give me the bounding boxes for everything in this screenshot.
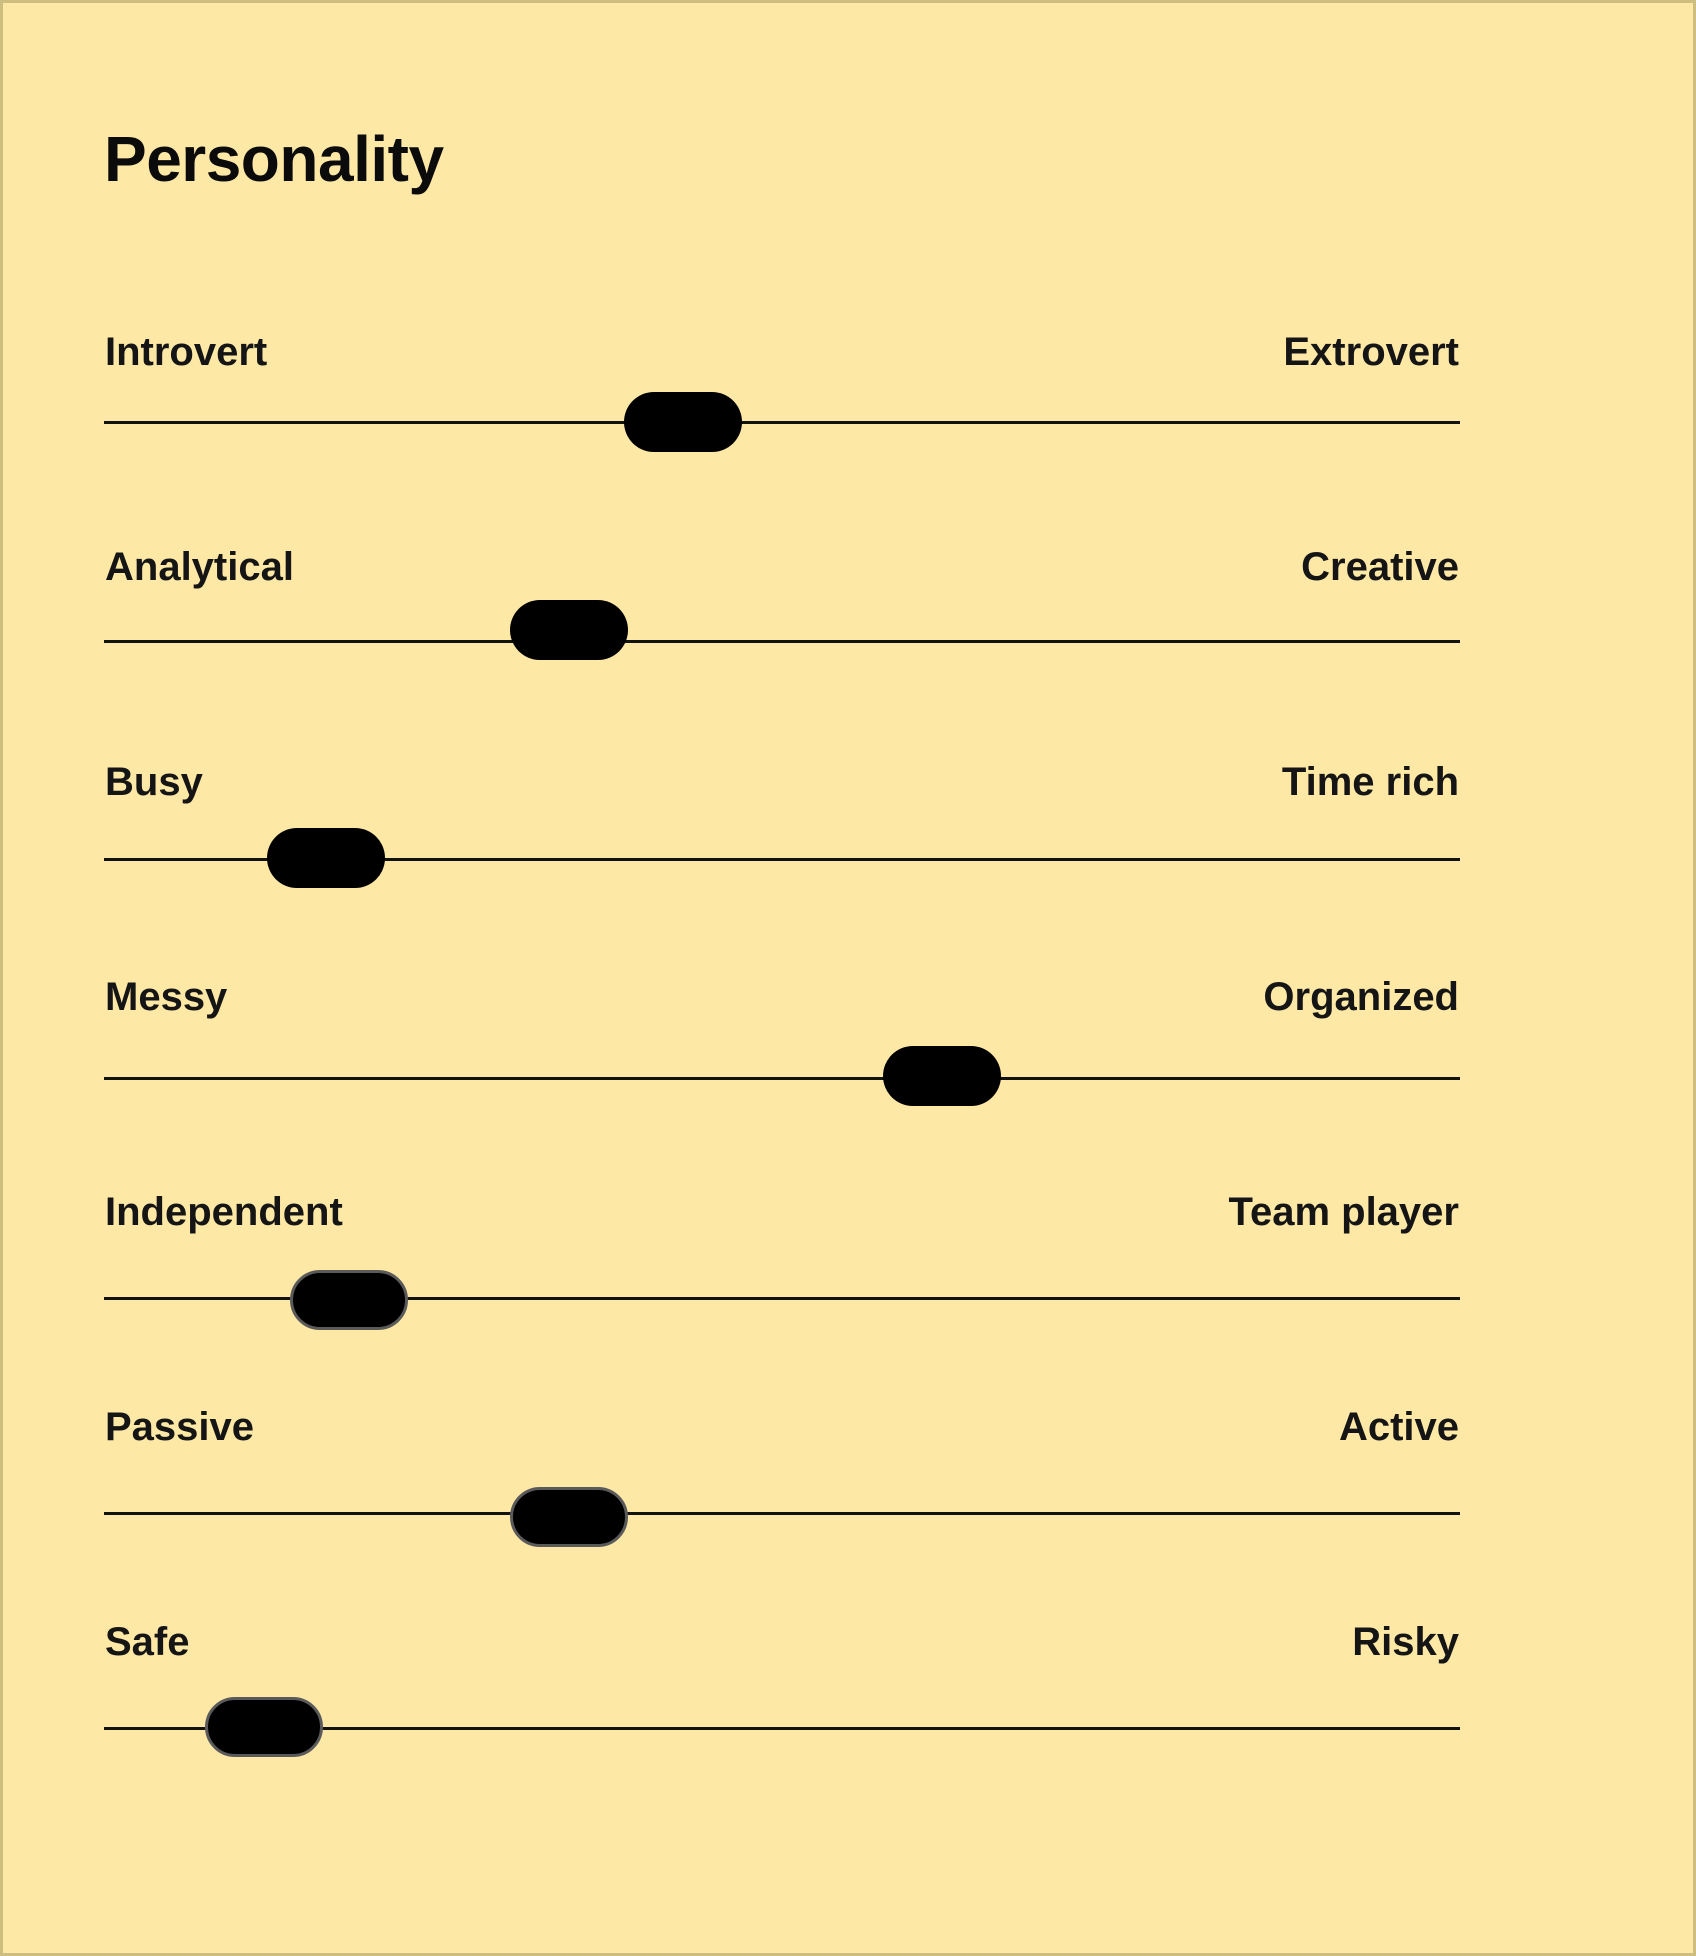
slider-thumb[interactable] [510,1487,628,1547]
slider-independent-teamplayer: Independent Team player [104,1189,1460,1339]
slider-right-label: Creative [1301,545,1459,589]
slider-left-label: Passive [105,1405,255,1449]
slider-right-label: Time rich [1281,760,1459,804]
slider-right-label: Active [1338,1405,1459,1449]
page-title: Personality [104,123,444,195]
slider-analytical-creative: Analytical Creative [104,544,1460,694]
slider-track[interactable] [104,1077,1460,1080]
slider-right-label: Organized [1263,975,1459,1019]
slider-track[interactable] [104,421,1460,424]
slider-busy-timerich: Busy Time rich [104,759,1460,909]
slider-thumb[interactable] [883,1046,1001,1106]
slider-track[interactable] [104,640,1460,643]
slider-left-label: Analytical [105,545,294,589]
slider-left-label: Busy [105,760,203,804]
slider-right-label: Risky [1352,1620,1459,1664]
slider-left-label: Independent [105,1190,343,1234]
slider-thumb[interactable] [510,600,628,660]
slider-messy-organized: Messy Organized [104,974,1460,1124]
slider-thumb[interactable] [624,392,742,452]
slider-left-label: Messy [105,975,228,1019]
slider-thumb[interactable] [290,1270,408,1330]
slider-track[interactable] [104,1297,1460,1300]
slider-introvert-extrovert: Introvert Extrovert [104,329,1460,479]
slider-left-label: Introvert [105,330,268,374]
slider-thumb[interactable] [205,1697,323,1757]
slider-thumb[interactable] [267,828,385,888]
slider-safe-risky: Safe Risky [104,1619,1460,1769]
slider-right-label: Extrovert [1283,330,1459,374]
slider-track[interactable] [104,1512,1460,1515]
slider-track[interactable] [104,1727,1460,1730]
slider-right-label: Team player [1228,1190,1460,1234]
slider-track[interactable] [104,858,1460,861]
slider-left-label: Safe [105,1620,190,1664]
slider-passive-active: Passive Active [104,1404,1460,1554]
